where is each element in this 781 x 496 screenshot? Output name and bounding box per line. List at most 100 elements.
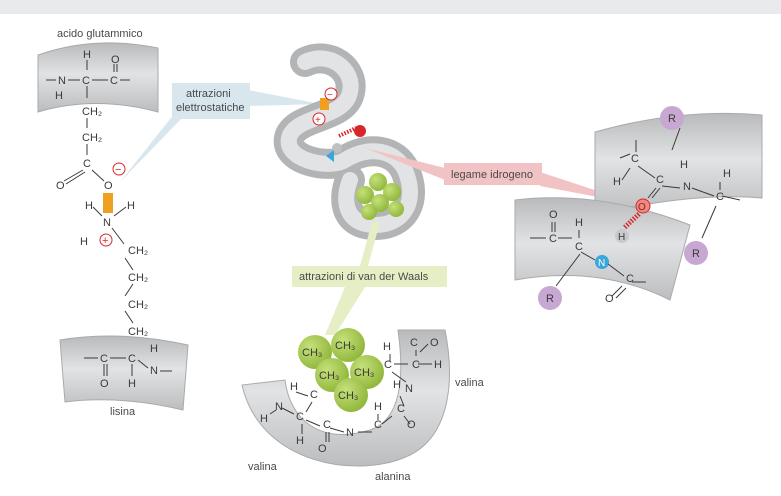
atom-o-double: O [56,180,65,192]
atom-c-val-l2: C [296,411,304,423]
atom-o-rb: O [549,209,558,221]
atom-h-n: H [55,90,63,102]
ribbon-top-left [37,42,159,113]
atom-c-carbonyl: C [110,75,118,87]
atom-h-val-l1: H [296,435,304,447]
ch3-label-3: CH₃ [319,370,339,382]
hydrogen-bond-dash [622,212,641,230]
label-hydrogen-bond: legame idrogeno [451,169,533,181]
atom-h-lys-2: H [127,200,135,212]
plus-sign: + [102,235,108,247]
ribbon-right-bottom [514,197,691,301]
positive-charge-icon [99,233,113,247]
atom-c-val-r3: C [410,337,418,349]
folded-protein: − + [273,43,425,241]
nitrogen-atom-icon [595,255,609,269]
mini-hbond-dash [338,126,357,138]
atom-h-lys-3: H [80,236,88,248]
atom-ch2-b: CH₂ [82,132,102,144]
atom-o-val-r: O [430,337,439,349]
side-chain-r-icon-3 [538,286,562,310]
vdw-pointer-top [360,222,380,266]
vdw-spheres: CH₃ CH₃ CH₃ CH₃ CH₃ [298,328,384,412]
atom-c-val-l3: C [310,389,318,401]
oxygen-atom-icon [635,198,651,214]
atom-o-hbond: O [638,202,646,213]
ribbon-bottom-center [241,329,450,467]
bonds-backbone-left [46,60,130,98]
atom-c-val-l1: C [323,419,331,431]
glutamic-acid-group: acido glutammico H O N H C C CH₂ CH₂ C O… [37,28,159,351]
mini-plus-sign: + [315,115,321,126]
bonds-glu-side [63,118,105,185]
side-chain-r-icon-1 [660,106,684,130]
mini-oxygen-icon [354,125,366,137]
atom-o-val-r2: O [407,419,416,431]
bonds-lys-chain [124,257,134,351]
ch3-label-1: CH₃ [302,347,322,359]
r-label-1: R [668,113,676,125]
ch3-label-2: CH₃ [335,340,355,352]
atom-c-rt1: C [631,153,639,165]
atom-h-val-r1: H [383,341,391,353]
atom-h-val-l3: H [260,413,268,425]
atom-c-carboxyl: C [83,158,91,170]
bonds-right-top [619,127,741,239]
hydrogen-atom-icon [615,229,629,243]
atom-h-hbond: H [618,232,625,243]
mini-negative-icon [324,87,338,101]
atom-c-rb3: C [626,273,634,285]
atom-c-alpha: C [82,75,90,87]
mini-vdw-cluster [356,173,404,220]
atom-o-top: O [111,54,120,66]
atom-h-lys-n: H [150,343,158,355]
atom-c-val-r4: C [397,403,405,415]
atom-c-val-r1: C [384,359,392,371]
atom-h-lys-1: H [85,200,93,212]
atom-n-lys: N [103,217,111,229]
atom-ch2-a: CH₂ [82,106,102,118]
label-valine-left: valina [248,461,278,473]
atom-o-rb2: O [605,293,614,305]
atom-ch2-d: CH₂ [128,272,148,284]
atom-c-val-r2: C [412,359,420,371]
atom-n-ala: N [346,427,354,439]
atom-h-ala: H [374,401,382,413]
atom-c-lys-carbonyl: C [100,353,108,365]
atom-c-ala: C [374,419,382,431]
negative-charge-icon [112,162,126,176]
label-vdw: attrazioni di van der Waals [299,271,429,283]
vdw-callout: attrazioni di van der Waals [292,222,447,335]
atom-c-rb1: C [549,233,557,245]
mini-minus-sign: − [327,90,333,101]
bonds-lys-backbone [84,357,172,376]
label-lysine: lisina [110,406,136,418]
electrostatic-callout: attrazioni elettrostatiche [120,83,320,182]
callout-pointer-left [120,104,182,182]
mini-ionic-bond-icon [320,98,329,110]
top-bar [0,0,781,14]
bonds-right-bottom [530,222,646,299]
atom-ch2-f: CH₂ [128,326,148,338]
ionic-bond-icon [103,193,113,213]
label-electrostatic-1: attrazioni [186,88,231,100]
atom-c-rt2: C [656,174,664,186]
atom-c-rb2: C [575,241,583,253]
atom-o-val-l: O [318,443,327,455]
callout-pointer-right [248,90,320,106]
atom-o-minus: O [104,180,113,192]
atom-h-rt3: H [723,168,731,180]
atom-n-rt: N [683,181,691,193]
atom-h-rb1: H [575,217,583,229]
r-label-2: R [692,248,700,260]
label-glutamic-acid: acido glutammico [57,28,143,40]
ch3-label-5: CH₃ [338,390,358,402]
atom-o-lys: O [100,378,109,390]
ch3-label-4: CH₃ [354,367,374,379]
atom-c-rt3: C [716,191,724,203]
hbond-ribbons-group: R R R H C C H N H C O H N O C H C [514,106,763,310]
lysine-group: C C O H H N lisina [59,335,189,418]
vdw-pointer-bottom [325,287,365,335]
label-alanine: alanina [375,471,411,483]
